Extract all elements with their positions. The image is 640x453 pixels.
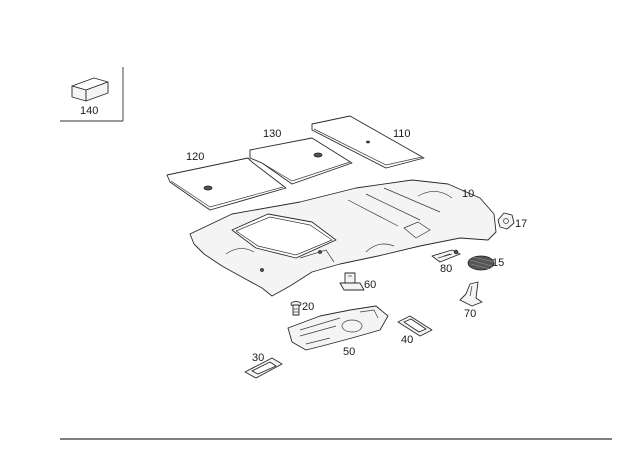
foam-block-part-140[interactable]	[71, 77, 109, 102]
bracket-part-80[interactable]	[431, 249, 461, 263]
insulation-pad-part-130[interactable]	[249, 137, 353, 185]
clip-part-20[interactable]	[290, 301, 302, 316]
reading-lamp-part-30[interactable]	[244, 357, 283, 379]
holder-part-60[interactable]	[339, 272, 365, 291]
callout-120: 120	[186, 151, 204, 163]
headliner-part-10[interactable]	[189, 179, 497, 297]
callout-10: 10	[462, 188, 474, 200]
clip-part-17[interactable]	[497, 212, 515, 230]
speaker-grille-part-15[interactable]	[467, 255, 495, 271]
callout-30: 30	[252, 352, 264, 364]
callout-140: 140	[80, 105, 98, 117]
callout-60: 60	[364, 279, 376, 291]
inset-box-140: 140	[60, 67, 124, 122]
insulation-pad-part-110[interactable]	[311, 115, 425, 169]
callout-130: 130	[263, 128, 281, 140]
callout-40: 40	[401, 334, 413, 346]
bracket-part-70[interactable]	[459, 281, 483, 307]
insulation-pad-part-120[interactable]	[166, 157, 287, 211]
callout-17: 17	[515, 218, 527, 230]
overhead-console-part-50[interactable]	[287, 305, 389, 351]
interior-lamp-part-40[interactable]	[397, 315, 433, 337]
callout-15: 15	[492, 257, 504, 269]
callout-110: 110	[393, 128, 411, 140]
callout-50: 50	[343, 346, 355, 358]
callout-70: 70	[464, 308, 476, 320]
callout-20: 20	[302, 301, 314, 313]
callout-80: 80	[440, 263, 452, 275]
